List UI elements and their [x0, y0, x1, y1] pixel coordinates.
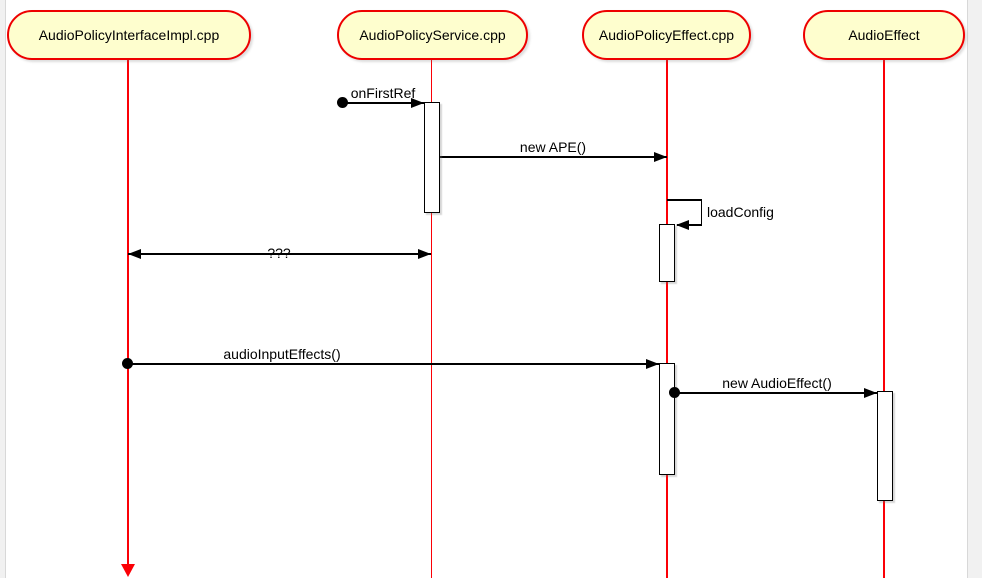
participant-audioeffect: AudioEffect: [803, 10, 965, 60]
participant-audiopolicyservice: AudioPolicyService.cpp: [337, 10, 528, 60]
participant-label: AudioPolicyEffect.cpp: [598, 27, 735, 43]
message-line-audioinputeffects: [128, 363, 659, 365]
arrowhead-icon: [646, 359, 659, 369]
activation-bar-effect-loadconfig: [659, 224, 675, 282]
message-label-new-ape: new APE(): [519, 139, 587, 155]
lifeline-audiopolicyeffect: [666, 60, 668, 578]
participant-label: AudioEffect: [848, 27, 920, 43]
arrowhead-icon: [676, 220, 689, 230]
lifeline-end-red-arrow-icon: [121, 564, 135, 577]
lifeline-audiopolicyservice: [430, 60, 433, 578]
message-origin-dot-icon: [122, 358, 133, 369]
message-line-onfirstref: [343, 102, 424, 104]
selfcall-line-bottom: [677, 224, 702, 226]
message-label-audioinputeffects: audioInputEffects(): [223, 346, 341, 362]
arrowhead-icon: [864, 388, 877, 398]
activation-bar-service: [424, 102, 440, 213]
message-label-loadconfig: loadConfig: [707, 204, 774, 220]
message-origin-dot-icon: [669, 387, 680, 398]
message-origin-dot-icon: [337, 97, 348, 108]
selfcall-line-right: [700, 199, 702, 225]
lifeline-audioeffect: [883, 60, 885, 578]
lifeline-audiopolicyinterfaceimpl: [127, 60, 129, 564]
message-line-unknown: [128, 253, 431, 255]
arrowhead-icon: [128, 249, 141, 259]
activation-bar-audioeffect: [877, 391, 893, 501]
diagram-canvas: [5, 0, 968, 578]
arrowhead-icon: [654, 152, 667, 162]
message-line-new-audioeffect: [675, 392, 877, 394]
message-label-onfirstref: onFirstRef: [350, 85, 416, 101]
arrowhead-icon: [418, 249, 431, 259]
participant-label: AudioPolicyService.cpp: [359, 27, 506, 43]
message-label-unknown: ???: [267, 245, 291, 261]
selfcall-line-top: [667, 199, 702, 201]
participant-audiopolicyinterfaceimpl: AudioPolicyInterfaceImpl.cpp: [7, 10, 251, 60]
participant-label: AudioPolicyInterfaceImpl.cpp: [38, 27, 220, 43]
arrowhead-icon: [411, 98, 424, 108]
message-label-new-audioeffect: new AudioEffect(): [722, 375, 832, 391]
participant-audiopolicyeffect: AudioPolicyEffect.cpp: [582, 10, 751, 60]
activation-bar-effect-audioinputeffects: [659, 363, 675, 475]
message-line-new-ape: [440, 156, 667, 158]
